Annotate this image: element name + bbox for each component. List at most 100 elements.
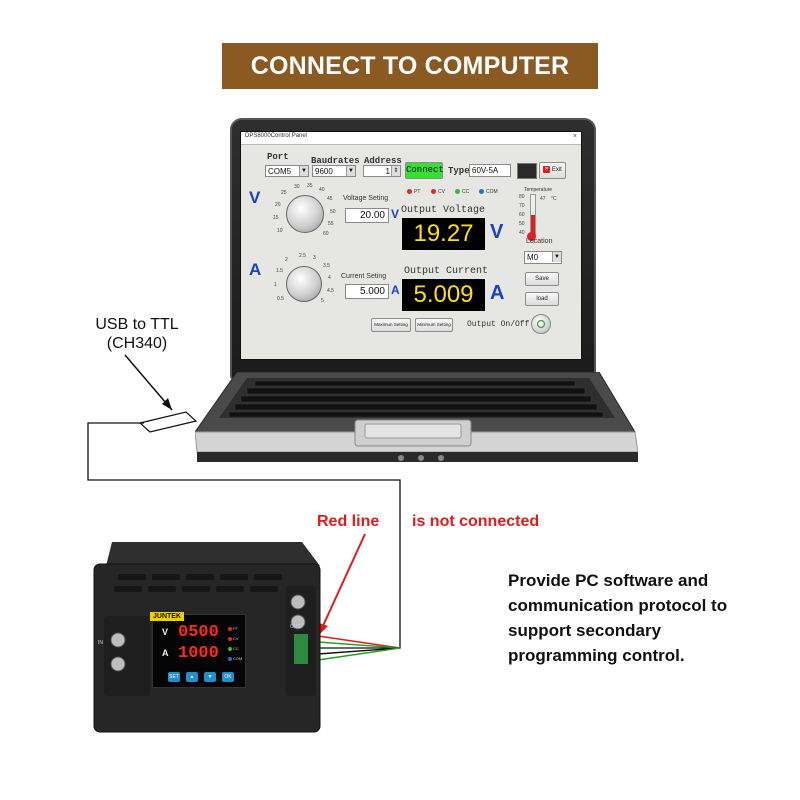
thermometer-bulb <box>527 232 536 241</box>
voltage-scale-tick: 60 <box>323 231 329 237</box>
not-connected-label: is not connected <box>412 513 540 530</box>
output-voltage-label: Output Voltage <box>401 205 486 216</box>
exit-button[interactable]: ✕ Exit <box>539 162 566 179</box>
device-led-pt: PT <box>228 626 238 631</box>
baudrate-select[interactable]: 9600▼ <box>312 165 356 177</box>
voltage-scale-tick: 50 <box>330 209 336 215</box>
device-led-cc: CC <box>228 646 239 651</box>
current-setting-input[interactable]: 5.000 <box>345 284 389 299</box>
current-scale-tick: 5 <box>321 298 324 304</box>
current-knob[interactable] <box>286 266 322 302</box>
laptop-keyboard-base <box>195 372 638 462</box>
chevron-down-icon: ▼ <box>552 252 561 262</box>
current-setting-label: Current Seting <box>341 273 387 280</box>
temperature-label: Temperature <box>524 187 553 193</box>
minimum-setting-button[interactable]: Minimum Setting <box>415 318 453 332</box>
current-scale-tick: 4.5 <box>327 288 334 294</box>
type-label: Type <box>448 166 470 176</box>
temperature-unit: °C <box>551 196 557 202</box>
laptop-screen: DPS8000Control Panel × Port COM5▼ Baudra… <box>240 131 582 360</box>
device-voltage-display: 0500 <box>178 623 219 642</box>
location-label: Location <box>526 238 553 245</box>
current-setting-unit: A <box>391 283 400 297</box>
voltage-scale-tick: 15 <box>273 215 279 221</box>
device-led-cv: CV <box>228 636 239 641</box>
device-ok-button[interactable]: OK <box>222 672 234 682</box>
device-led-com: COM <box>228 656 242 661</box>
voltage-knob[interactable] <box>286 195 324 233</box>
ch340-text: (CH340) <box>106 335 168 352</box>
window-title: DPS8000Control Panel <box>245 133 308 139</box>
address-label: Address <box>364 156 402 166</box>
output-onoff-label: Output On/Off <box>467 320 530 329</box>
indicator-cc: CC <box>455 189 469 195</box>
current-scale-tick: 2 <box>285 257 288 263</box>
temp-scale-tick: 80 <box>519 194 525 200</box>
device-down-button[interactable]: ▼ <box>204 672 216 682</box>
temp-scale-tick: 70 <box>519 203 525 209</box>
current-scale-tick: 1 <box>274 282 277 288</box>
current-scale-tick: 2.5 <box>299 253 306 259</box>
current-scale-tick: 1.5 <box>276 268 283 274</box>
exit-label: Exit <box>551 167 562 173</box>
voltage-scale-tick: 25 <box>281 190 287 196</box>
baudrates-label: Baudrates <box>311 156 360 166</box>
device-current-unit: A <box>162 648 169 658</box>
window-close-icon[interactable]: × <box>572 133 577 140</box>
voltage-scale-tick: 40 <box>319 187 325 193</box>
output-voltage-unit: V <box>490 221 504 243</box>
voltage-knob-symbol: V <box>249 188 261 207</box>
device-voltage-unit: V <box>162 627 169 637</box>
voltage-scale-tick: 45 <box>327 196 333 202</box>
device-out-label: OUT <box>290 624 301 630</box>
brand-logo: JUNTEK <box>150 612 185 621</box>
output-voltage-display: 19.27 <box>402 218 485 250</box>
connect-button[interactable]: Connect <box>405 162 444 179</box>
voltage-scale-tick: 20 <box>275 202 281 208</box>
temperature-value: 47 <box>540 196 546 202</box>
device-up-button[interactable]: ▲ <box>186 672 198 682</box>
location-select[interactable]: M0▼ <box>524 251 562 264</box>
port-select[interactable]: COM5▼ <box>265 165 309 177</box>
current-scale-tick: 3 <box>313 255 316 261</box>
app-titlebar: DPS8000Control Panel × <box>241 132 581 145</box>
maximum-setting-button[interactable]: Maximun Setting <box>371 318 411 332</box>
chevron-down-icon: ▼ <box>299 166 308 176</box>
voltage-scale-tick: 30 <box>294 184 300 190</box>
close-icon: ✕ <box>543 165 551 173</box>
voltage-setting-input[interactable]: 20.00 <box>345 208 389 223</box>
type-field[interactable]: 60V-5A <box>469 164 511 177</box>
temp-scale-tick: 60 <box>519 212 525 218</box>
output-current-display: 5.009 <box>402 279 485 311</box>
usb-ttl-text: USB to TTL <box>95 316 179 333</box>
voltage-setting-label: Voltage Seting <box>343 195 389 202</box>
temp-scale-tick: 40 <box>519 230 525 236</box>
current-scale-tick: 3.5 <box>323 263 330 269</box>
voltage-setting-unit: V <box>391 207 400 221</box>
current-scale-tick: 4 <box>328 275 331 281</box>
banner-title: CONNECT TO COMPUTER <box>222 43 598 89</box>
output-toggle-button[interactable] <box>531 314 551 334</box>
voltage-scale-tick: 55 <box>328 221 334 227</box>
voltage-scale-tick: 10 <box>277 228 283 234</box>
current-scale-tick: 0.5 <box>277 296 284 302</box>
indicator-com: COM <box>479 189 498 195</box>
red-line-label: Red line <box>317 513 380 530</box>
device-in-label: IN <box>98 640 103 646</box>
device-set-button[interactable]: SET <box>168 672 180 682</box>
output-current-unit: A <box>490 282 505 304</box>
port-label: Port <box>267 152 289 162</box>
save-button[interactable]: Save <box>525 272 559 286</box>
indicator-pt: PT <box>407 189 420 195</box>
current-knob-symbol: A <box>249 260 262 279</box>
temp-scale-tick: 50 <box>519 221 525 227</box>
address-input[interactable]: 1⇕ <box>363 165 401 177</box>
chevron-down-icon: ▼ <box>346 166 355 176</box>
usb-ttl-label: USB to TTL (CH340) <box>82 315 192 353</box>
load-button[interactable]: load <box>525 292 559 306</box>
description-text: Provide PC software and communication pr… <box>508 571 728 665</box>
stepper-icon: ⇕ <box>391 166 400 176</box>
preview-swatch <box>517 163 537 179</box>
voltage-scale-tick: 35 <box>307 183 313 189</box>
